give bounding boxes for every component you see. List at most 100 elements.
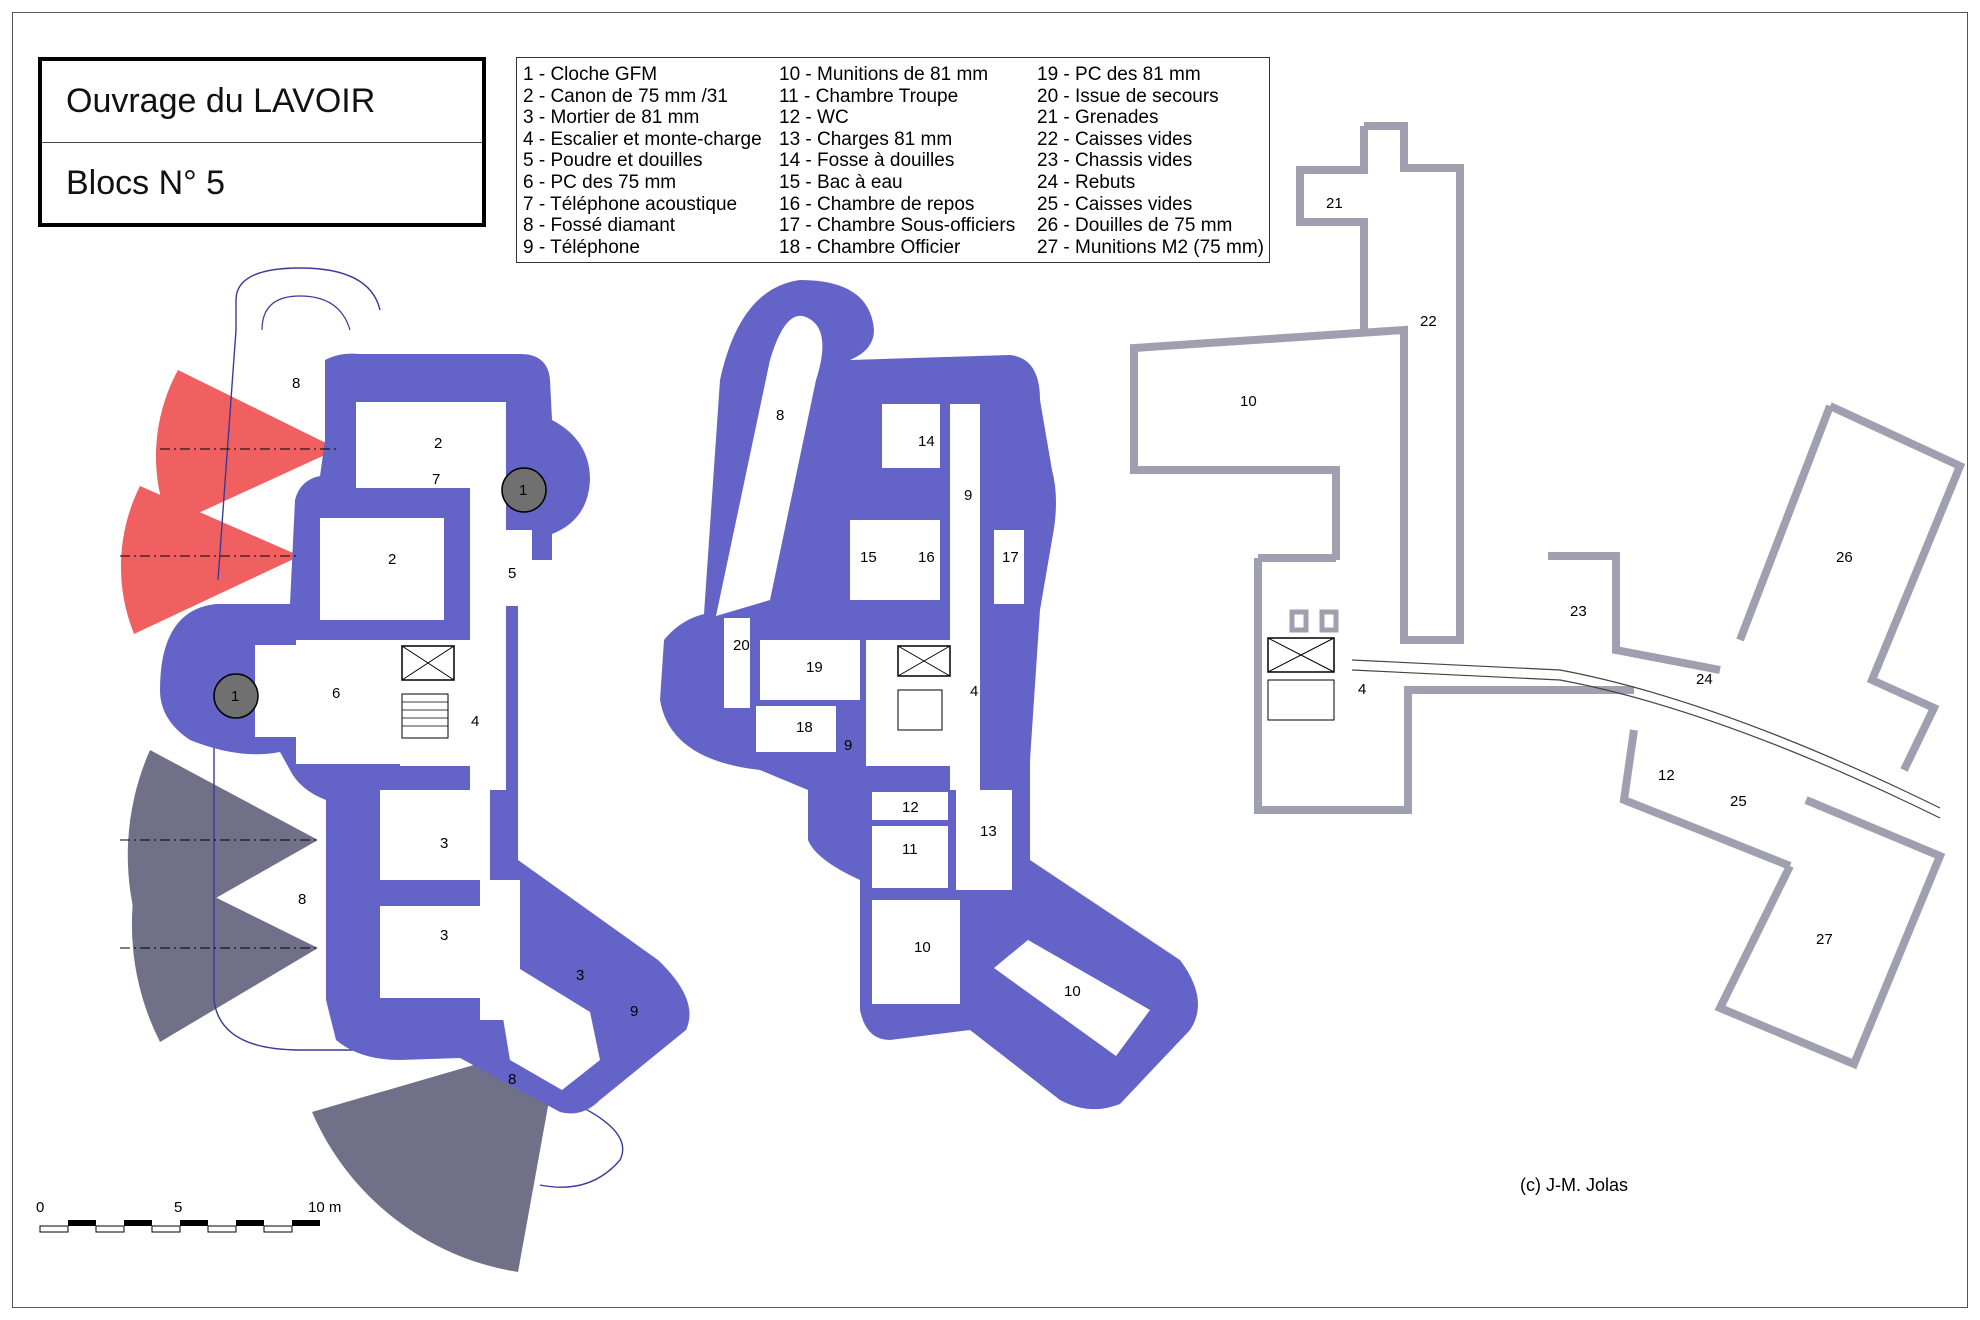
legend-item: 15 - Bac à eau bbox=[779, 171, 903, 193]
room-troupe bbox=[872, 826, 948, 888]
label-bac-eau: 15 bbox=[860, 549, 877, 566]
label-telephone-acoustique: 7 bbox=[432, 471, 440, 488]
legend-column-2: 10 - Munitions de 81 mm 11 - Chambre Tro… bbox=[779, 64, 1037, 262]
stair-block-gallery bbox=[1267, 679, 1335, 721]
scale-segment bbox=[180, 1220, 208, 1226]
room-grenades-box-b bbox=[1319, 609, 1339, 633]
label-gun-75-lower: 2 bbox=[388, 551, 396, 568]
label-pc-81: 19 bbox=[806, 659, 823, 676]
legend-item: 26 - Douilles de 75 mm bbox=[1037, 215, 1233, 237]
title-blocs: Blocs N° 5 bbox=[42, 142, 482, 223]
room-mortar-upper bbox=[380, 790, 490, 880]
label-staircase-lower: 4 bbox=[970, 683, 978, 700]
title-ouvrage: Ouvrage du LAVOIR bbox=[66, 82, 376, 120]
lift-shaft-lower-cross bbox=[897, 645, 951, 677]
legend-item: 17 - Chambre Sous-officiers bbox=[779, 215, 1016, 237]
room-mortar-side bbox=[500, 958, 600, 1090]
scale-label-10: 10 m bbox=[308, 1199, 341, 1216]
legend-item: 22 - Caisses vides bbox=[1037, 128, 1193, 150]
label-issue-secours: 20 bbox=[733, 637, 750, 654]
label-rebuts: 24 bbox=[1696, 671, 1713, 688]
label-ditch-lower-level: 8 bbox=[776, 407, 784, 424]
room-officier bbox=[756, 706, 836, 752]
gallery-rails bbox=[1351, 659, 1941, 819]
field-of-fire-81-middle bbox=[131, 860, 318, 1042]
legend-item: 21 - Grenades bbox=[1037, 107, 1159, 129]
label-cloche-lower: 1 bbox=[231, 688, 239, 705]
room-powder bbox=[496, 530, 532, 606]
legend-item: 4 - Escalier et monte-charge bbox=[523, 128, 762, 150]
scale-segment bbox=[263, 1225, 293, 1233]
plan-galleries bbox=[1130, 122, 1966, 1070]
gallery-26-outline bbox=[1736, 402, 1966, 772]
scale-segment bbox=[292, 1220, 320, 1226]
legend-item: 20 - Issue de secours bbox=[1037, 85, 1219, 107]
room-corridor-lower bbox=[480, 880, 520, 1020]
legend-box: 1 - Cloche GFM 2 - Canon de 75 mm /31 3 … bbox=[516, 57, 1270, 263]
legend-column-3: 19 - PC des 81 mm 20 - Issue de secours … bbox=[1037, 64, 1267, 262]
legend-item: 10 - Munitions de 81 mm bbox=[779, 64, 989, 85]
legend-item: 23 - Chassis vides bbox=[1037, 150, 1193, 172]
room-pc-81 bbox=[760, 640, 860, 700]
scale-segment bbox=[95, 1225, 125, 1233]
room-munitions-81-a bbox=[872, 900, 960, 1004]
label-telephone-lower-2: 9 bbox=[844, 737, 852, 754]
label-staircase: 4 bbox=[471, 713, 479, 730]
lift-shaft-gallery-cross bbox=[1267, 637, 1335, 673]
lift-shaft-cross bbox=[401, 645, 455, 681]
plan-lower-level: 8 14 9 15 16 17 20 19 4 18 9 12 13 11 10… bbox=[660, 280, 1198, 1110]
room-munitions-81-b bbox=[994, 940, 1150, 1056]
legend-item: 12 - WC bbox=[779, 107, 849, 129]
legend-item: 2 - Canon de 75 mm /31 bbox=[523, 85, 728, 107]
scale-segment bbox=[124, 1220, 152, 1226]
ditch-outline bbox=[213, 267, 624, 1188]
rail-track bbox=[1351, 659, 1941, 819]
label-munitions-m2: 27 bbox=[1816, 931, 1833, 948]
label-staircase-gallery: 4 bbox=[1358, 681, 1366, 698]
label-mortar-side: 3 bbox=[576, 967, 584, 984]
label-pc-75: 6 bbox=[332, 685, 340, 702]
legend-item: 27 - Munitions M2 (75 mm) bbox=[1037, 236, 1265, 258]
room-bac-eau bbox=[850, 520, 940, 600]
legend-item: 11 - Chambre Troupe bbox=[779, 85, 959, 107]
legend-item: 7 - Téléphone acoustique bbox=[523, 193, 738, 215]
label-charges: 13 bbox=[980, 823, 997, 840]
room-fosse-douilles bbox=[882, 404, 940, 468]
field-of-fire-75-lower bbox=[120, 486, 300, 634]
stair-block-lower bbox=[897, 689, 943, 731]
label-caisses-vides-22: 22 bbox=[1420, 313, 1437, 330]
label-ditch-upper: 8 bbox=[292, 375, 300, 392]
label-chassis-vides: 23 bbox=[1570, 603, 1587, 620]
label-wc: 12 bbox=[902, 799, 919, 816]
legend-item: 24 - Rebuts bbox=[1037, 171, 1136, 193]
aiming-axes bbox=[120, 448, 340, 949]
label-munitions-81-b: 10 bbox=[1064, 983, 1081, 1000]
label-mortar-upper: 3 bbox=[440, 835, 448, 852]
gallery-27-outline bbox=[1714, 796, 1946, 1070]
label-munitions-81-gallery: 10 bbox=[1240, 393, 1257, 410]
gallery-entry-outline bbox=[1254, 554, 1634, 814]
room-sous-officiers bbox=[994, 530, 1024, 604]
room-pc-75-annex bbox=[255, 645, 315, 737]
label-munitions-81-a: 10 bbox=[914, 939, 931, 956]
label-officier: 18 bbox=[796, 719, 813, 736]
legend-item: 16 - Chambre de repos bbox=[779, 193, 975, 215]
room-mortar-lower bbox=[380, 906, 490, 998]
legend-item: 14 - Fosse à douilles bbox=[779, 150, 955, 172]
field-of-fire-75-upper bbox=[155, 370, 338, 526]
legend-item: 6 - PC des 75 mm bbox=[523, 171, 677, 193]
label-wc-gallery: 12 bbox=[1658, 767, 1675, 784]
room-issue-secours bbox=[724, 618, 750, 708]
legend-item: 25 - Caisses vides bbox=[1037, 193, 1193, 215]
label-ditch-bottom: 8 bbox=[508, 1071, 516, 1088]
scale-segment bbox=[68, 1220, 96, 1226]
title-block: Ouvrage du LAVOIR Blocs N° 5 bbox=[38, 57, 486, 227]
gallery-north-inner bbox=[1296, 126, 1368, 330]
ditch-inner-outline bbox=[261, 295, 351, 331]
stair-block bbox=[401, 693, 449, 739]
legend-item: 13 - Charges 81 mm bbox=[779, 128, 953, 150]
scale-segment bbox=[151, 1225, 181, 1233]
legend-item: 5 - Poudre et douilles bbox=[523, 150, 703, 172]
scale-segment bbox=[207, 1225, 237, 1233]
legend-item: 1 - Cloche GFM bbox=[523, 64, 658, 85]
